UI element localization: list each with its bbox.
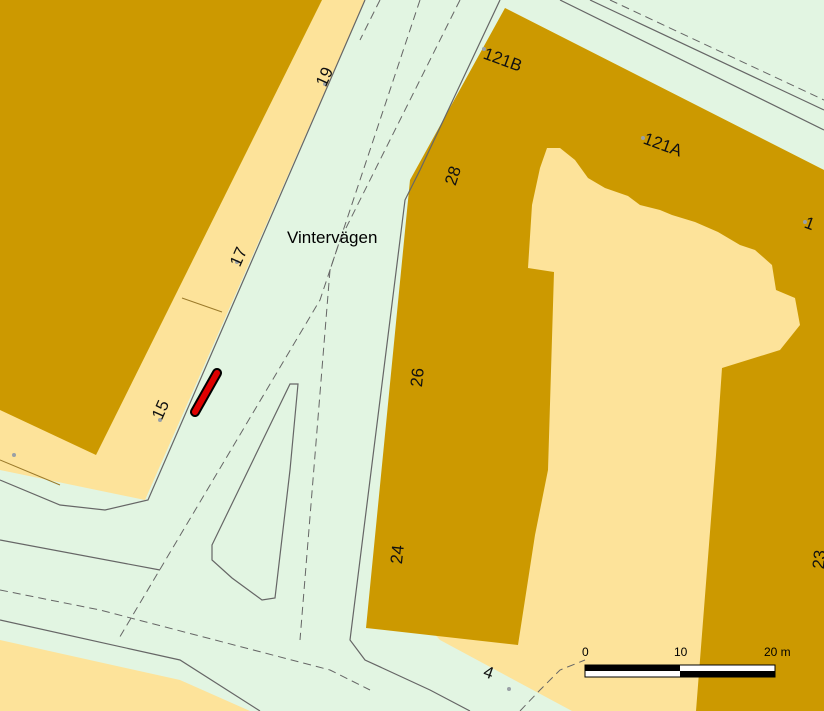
plot-bottom-left [0, 640, 250, 711]
scale-label-0: 0 [582, 645, 589, 659]
scale-bar [584, 664, 776, 678]
building-left [0, 0, 322, 455]
scale-label-20m: 20 m [764, 645, 791, 659]
building-right [366, 8, 824, 711]
scale-label-10: 10 [674, 645, 688, 659]
scale-bar-segment [585, 665, 680, 671]
address-number-23: 23 [809, 549, 824, 570]
street-name-label: Vintervägen [287, 228, 378, 247]
plot-boundary-line [181, 297, 223, 313]
plot-boundary-line [0, 459, 61, 486]
address-number-26: 26 [407, 367, 428, 388]
address-points [12, 47, 807, 691]
address-number-24: 24 [387, 544, 408, 565]
scale-bar-segment [680, 671, 775, 677]
highlight-marker[interactable] [192, 370, 220, 415]
